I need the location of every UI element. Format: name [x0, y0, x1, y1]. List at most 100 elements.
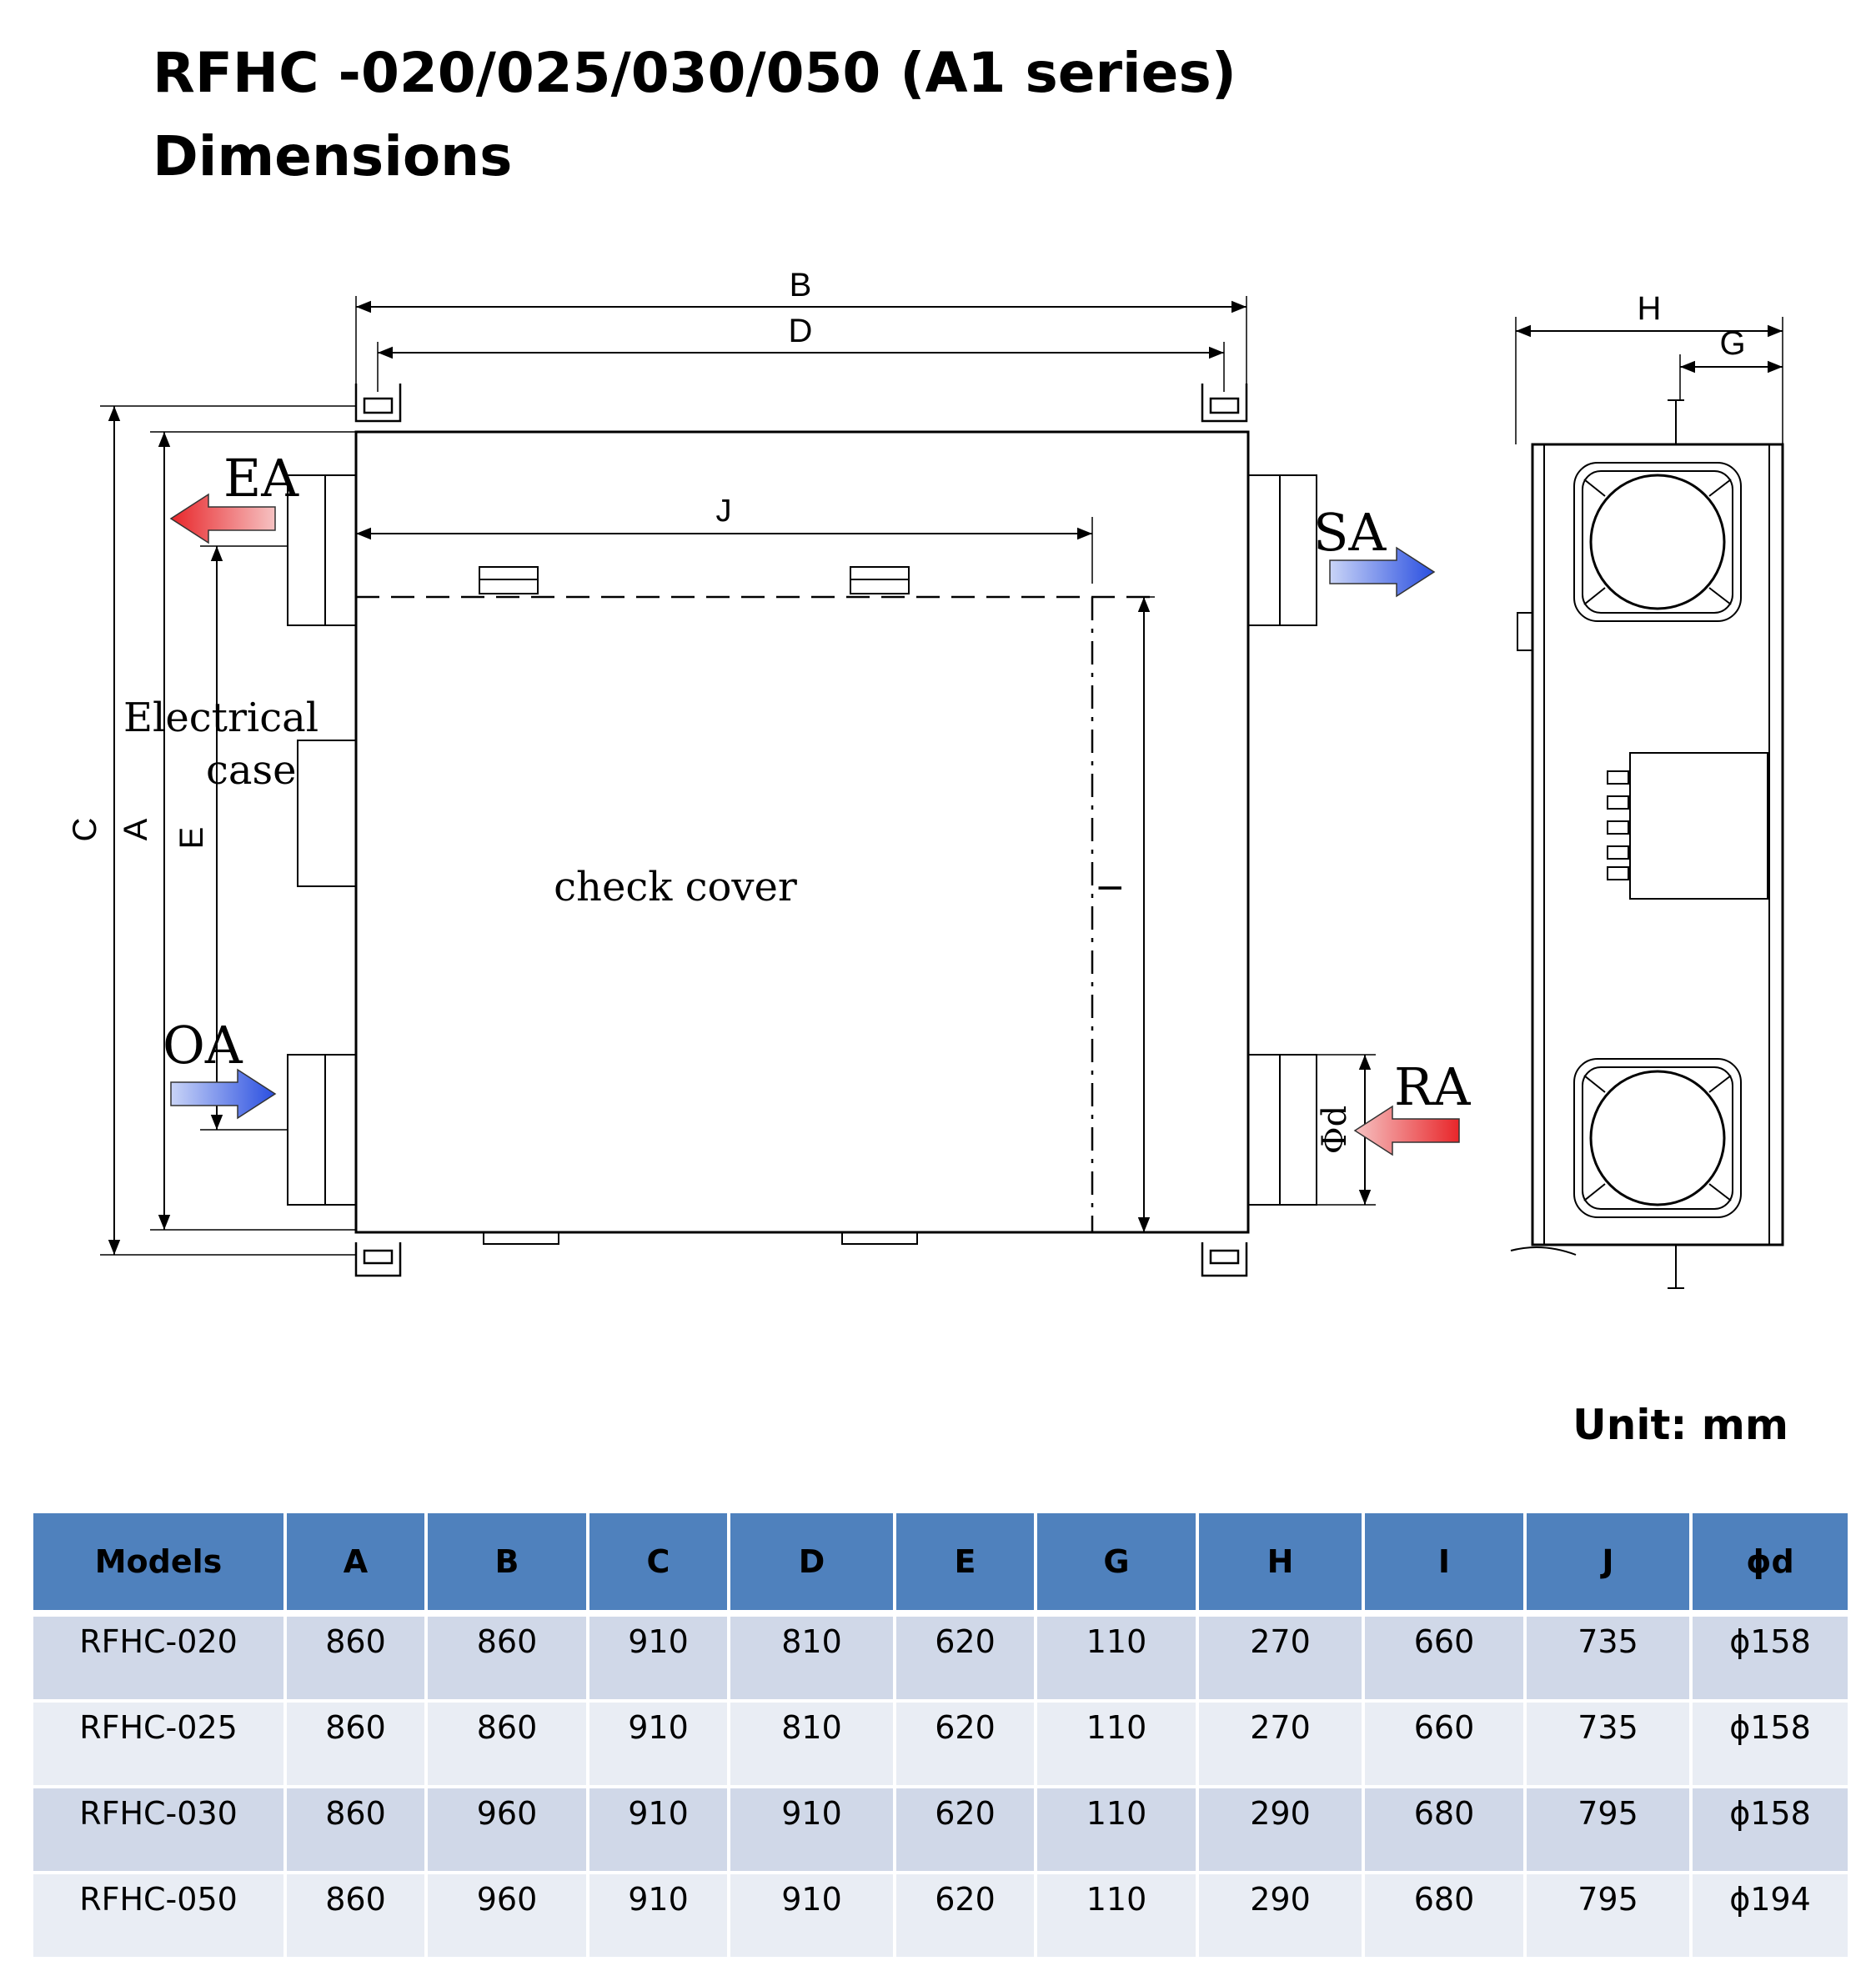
oa-arrow	[170, 1068, 277, 1120]
unit-body	[354, 430, 1250, 1234]
table-cell: 680	[1363, 1787, 1527, 1874]
table-cell: 270	[1197, 1701, 1365, 1788]
ra-duct	[1247, 1054, 1317, 1206]
table-cell: 810	[729, 1701, 896, 1788]
table-cell: 910	[729, 1787, 896, 1874]
table-cell: 735	[1525, 1701, 1693, 1788]
table-cell: 735	[1525, 1613, 1693, 1703]
dim-label-d: D	[789, 313, 813, 349]
electrical-case-label-1: Electrical	[123, 695, 319, 741]
dim-label-e: E	[173, 827, 210, 850]
table-cell: 110	[1036, 1787, 1199, 1874]
column-header-8: I	[1363, 1513, 1527, 1617]
page-title: RFHC -020/025/030/050 (A1 series)	[153, 41, 1236, 105]
table-cell: RFHC-020	[33, 1613, 287, 1703]
table-cell: 110	[1036, 1613, 1199, 1703]
port-label-ea: EA	[223, 448, 299, 509]
dim-label-g: G	[1719, 325, 1745, 362]
column-header-3: C	[588, 1513, 730, 1617]
column-header-0: Models	[33, 1513, 287, 1617]
column-header-5: E	[895, 1513, 1037, 1617]
table-cell: 795	[1525, 1873, 1693, 1960]
table-cell: 680	[1363, 1873, 1527, 1960]
table-cell: ϕ158	[1691, 1701, 1848, 1788]
column-header-9: J	[1525, 1513, 1693, 1617]
table-cell: 290	[1197, 1873, 1365, 1960]
table-cell: 860	[285, 1787, 428, 1874]
side-control-box	[1629, 752, 1768, 900]
front-view	[100, 296, 1376, 1277]
dim-label-b: B	[790, 267, 812, 303]
unit-label: Unit: mm	[1573, 1401, 1788, 1449]
oa-duct	[287, 1054, 357, 1206]
electrical-case-label-2: case	[206, 747, 297, 794]
table-cell: 910	[588, 1701, 730, 1788]
dim-label-a: A	[118, 818, 154, 840]
table-cell: 660	[1363, 1613, 1527, 1703]
dim-label-c: C	[67, 818, 103, 842]
table-cell: 860	[426, 1613, 589, 1703]
port-label-sa: SA	[1313, 502, 1387, 563]
table-cell: 110	[1036, 1873, 1199, 1960]
electrical-case	[297, 740, 357, 887]
table-cell: RFHC-030	[33, 1787, 287, 1874]
table-cell: 620	[895, 1613, 1037, 1703]
side-view	[1510, 317, 1784, 1289]
table-cell: 860	[285, 1873, 428, 1960]
table-cell: 110	[1036, 1701, 1199, 1788]
column-header-1: A	[285, 1513, 428, 1617]
table-cell: 860	[285, 1613, 428, 1703]
fan-bottom	[1589, 1070, 1726, 1206]
table-cell: 810	[729, 1613, 896, 1703]
table-cell: 960	[426, 1787, 589, 1874]
table-cell: 290	[1197, 1787, 1365, 1874]
ea-duct	[287, 474, 357, 626]
check-cover-label: check cover	[554, 864, 797, 910]
side-body	[1531, 443, 1784, 1246]
table-cell: 860	[426, 1701, 589, 1788]
table-cell: 860	[285, 1701, 428, 1788]
table-cell: ϕ158	[1691, 1787, 1848, 1874]
dim-label-i: I	[1092, 883, 1129, 892]
table-cell: 270	[1197, 1613, 1365, 1703]
sa-duct	[1247, 474, 1317, 626]
fan-top	[1589, 474, 1726, 610]
table-cell: RFHC-050	[33, 1873, 287, 1960]
column-header-7: H	[1197, 1513, 1365, 1617]
table-cell: 910	[588, 1613, 730, 1703]
table-cell: 620	[895, 1787, 1037, 1874]
table-cell: 660	[1363, 1701, 1527, 1788]
column-header-4: D	[729, 1513, 896, 1617]
column-header-6: G	[1036, 1513, 1199, 1617]
table-cell: ϕ194	[1691, 1873, 1848, 1960]
hanging-bracket	[354, 384, 1248, 1277]
dimension-drawing: B D J C A E I Φd EA SA OA RA Electrical …	[67, 267, 1784, 1289]
table-cell: ϕ158	[1691, 1613, 1848, 1703]
column-header-2: B	[426, 1513, 589, 1617]
table-cell: 910	[588, 1787, 730, 1874]
table-cell: 910	[729, 1873, 896, 1960]
table-cell: 960	[426, 1873, 589, 1960]
dim-label-j: J	[716, 494, 732, 529]
sa-arrow	[1329, 546, 1436, 598]
port-label-ra: RA	[1394, 1056, 1472, 1117]
ra-arrow	[1353, 1105, 1460, 1156]
table-cell: 620	[895, 1701, 1037, 1788]
dim-label-d-diameter: Φd	[1316, 1106, 1354, 1154]
ea-arrow	[169, 493, 276, 544]
table-cell: 620	[895, 1873, 1037, 1960]
dim-label-h: H	[1638, 290, 1662, 327]
page-subtitle: Dimensions	[153, 124, 513, 188]
table-cell: 910	[588, 1873, 730, 1960]
column-header-10: ϕd	[1691, 1513, 1848, 1617]
table-cell: 795	[1525, 1787, 1693, 1874]
table-cell: RFHC-025	[33, 1701, 287, 1788]
port-label-oa: OA	[163, 1015, 243, 1076]
